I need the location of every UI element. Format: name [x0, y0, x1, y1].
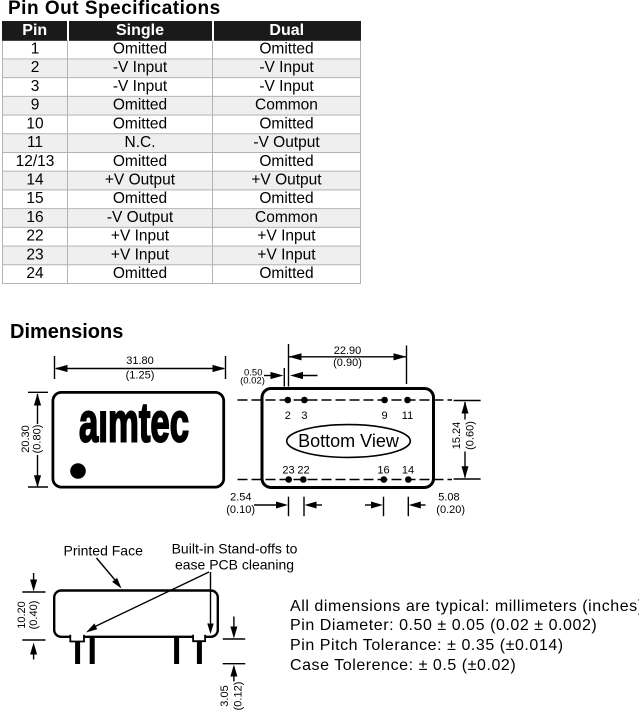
- svg-text:23: 23: [282, 465, 294, 477]
- svg-text:14: 14: [402, 465, 414, 477]
- svg-text:5.08: 5.08: [438, 492, 459, 504]
- svg-text:(0.12): (0.12): [232, 682, 244, 711]
- svg-text:3.05: 3.05: [219, 685, 231, 706]
- svg-text:2: 2: [285, 410, 291, 422]
- svg-text:(0.10): (0.10): [226, 504, 255, 516]
- svg-text:3: 3: [301, 410, 307, 422]
- svg-text:ease PCB cleaning: ease PCB cleaning: [175, 557, 294, 573]
- svg-text:10.20: 10.20: [16, 601, 28, 629]
- svg-text:31.80: 31.80: [126, 355, 154, 367]
- svg-text:22.90: 22.90: [334, 345, 362, 357]
- svg-text:22: 22: [297, 465, 309, 477]
- svg-text:Printed Face: Printed Face: [64, 543, 144, 559]
- svg-text:15.24: 15.24: [451, 422, 463, 450]
- svg-text:Built-in Stand-offs to: Built-in Stand-offs to: [172, 540, 298, 556]
- svg-text:11: 11: [402, 410, 413, 422]
- svg-text:(1.25): (1.25): [126, 369, 155, 381]
- svg-text:(0.90): (0.90): [333, 357, 362, 369]
- svg-text:(0.60): (0.60): [464, 421, 476, 450]
- svg-text:9: 9: [382, 410, 388, 422]
- svg-text:(0.80): (0.80): [32, 425, 44, 454]
- svg-text:0.50: 0.50: [244, 368, 263, 379]
- svg-text:Bottom View: Bottom View: [298, 431, 400, 451]
- svg-text:(0.40): (0.40): [28, 601, 40, 630]
- svg-text:20.30: 20.30: [20, 425, 32, 453]
- svg-text:16: 16: [377, 465, 389, 477]
- svg-text:2.54: 2.54: [230, 492, 251, 504]
- svg-text:aımtec: aımtec: [79, 391, 189, 454]
- svg-text:(0.02): (0.02): [240, 376, 265, 387]
- svg-text:(0.20): (0.20): [436, 504, 465, 516]
